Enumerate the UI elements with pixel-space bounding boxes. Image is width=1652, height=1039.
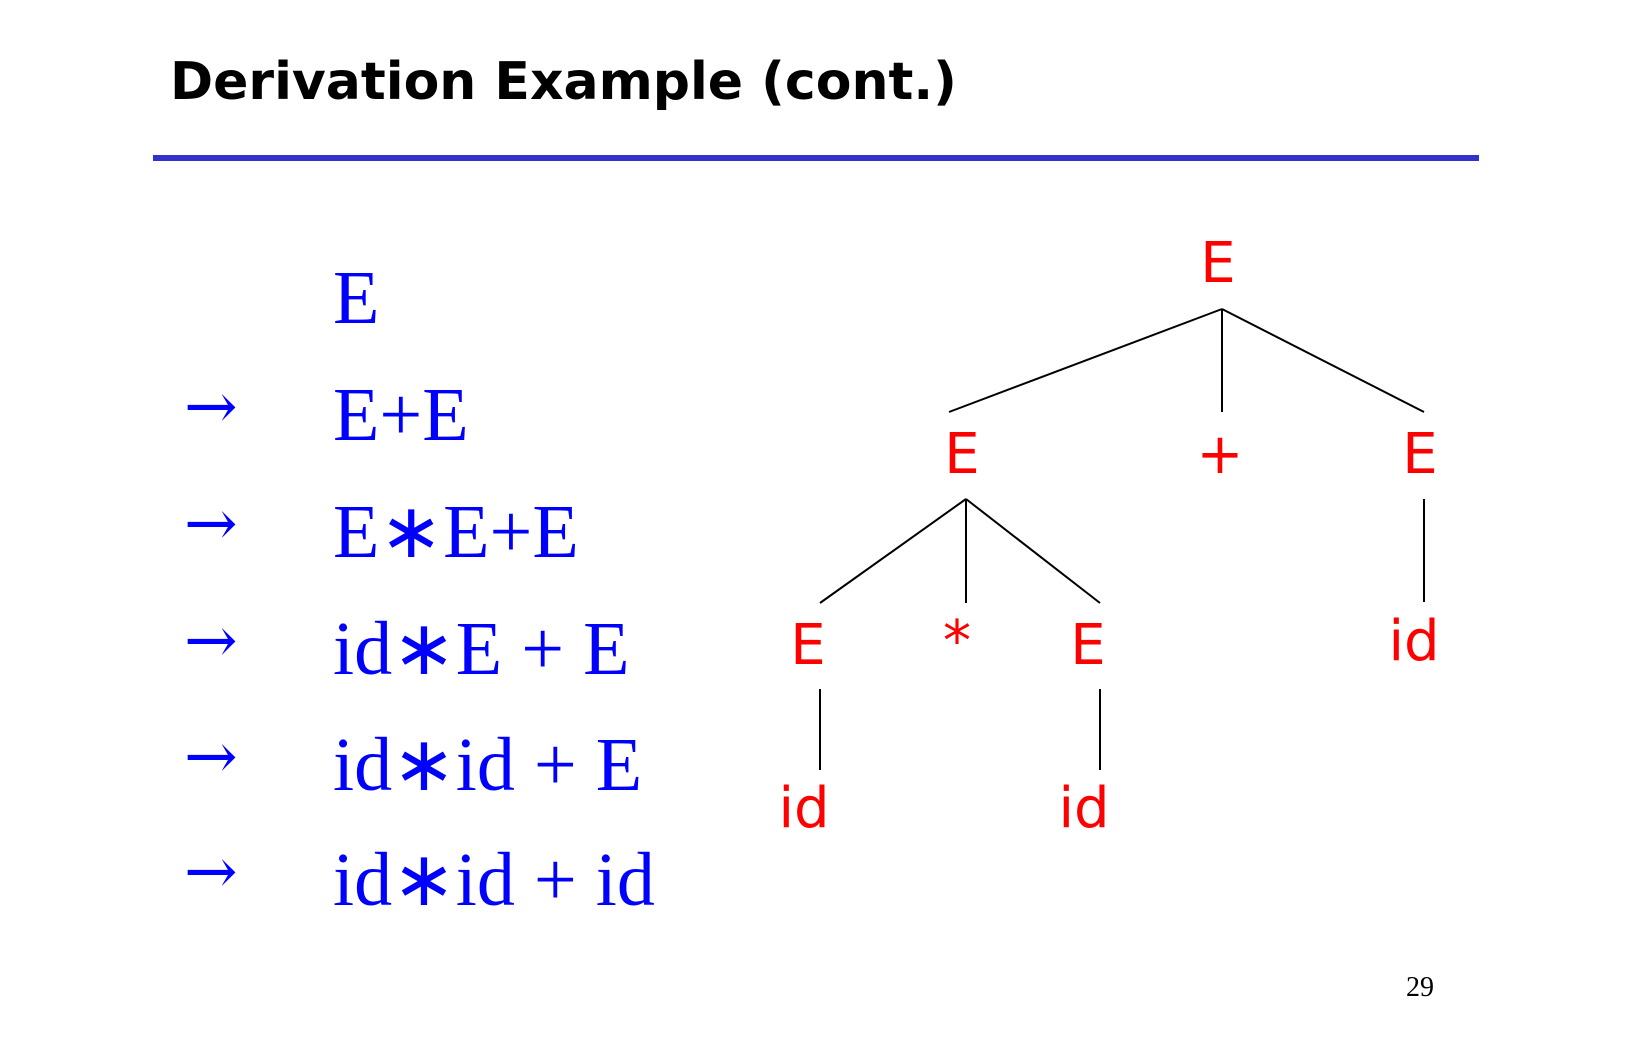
derives-arrow-icon: → bbox=[184, 835, 238, 909]
derives-arrow-icon: → bbox=[184, 720, 238, 794]
tree-edge bbox=[965, 498, 1101, 604]
title-underline-rule bbox=[153, 155, 1479, 161]
tree-node-root: E bbox=[1200, 231, 1236, 296]
tree-node: E bbox=[790, 613, 826, 678]
page-number: 29 bbox=[1406, 972, 1434, 1003]
derivation-step: → E+E bbox=[0, 339, 760, 453]
derives-arrow-icon: → bbox=[184, 370, 238, 444]
derivation-step: → id∗E + E bbox=[0, 573, 760, 687]
sentential-form: E∗E+E bbox=[333, 490, 579, 574]
derivation-step: → E∗E+E bbox=[0, 456, 760, 570]
tree-node: E bbox=[1070, 613, 1106, 678]
derivation-step: E bbox=[0, 222, 760, 336]
tree-node: id bbox=[1388, 609, 1440, 674]
tree-node: + bbox=[1196, 422, 1244, 487]
derivation-step: → id∗id + id bbox=[0, 804, 760, 918]
tree-edge bbox=[1221, 308, 1425, 413]
tree-node: E bbox=[944, 422, 980, 487]
sentential-form: E bbox=[333, 256, 380, 340]
tree-edge bbox=[948, 308, 1223, 413]
derivation-step: → id∗id + E bbox=[0, 689, 760, 803]
derives-arrow-icon: → bbox=[184, 604, 238, 678]
sentential-form: id∗E + E bbox=[333, 607, 630, 691]
tree-edge bbox=[819, 498, 967, 604]
derives-arrow-icon: → bbox=[184, 487, 238, 561]
slide-title: Derivation Example (cont.) bbox=[170, 52, 957, 112]
tree-node: E bbox=[1402, 422, 1438, 487]
tree-node: id bbox=[778, 776, 830, 841]
sentential-form: id∗id + E bbox=[333, 723, 643, 807]
tree-node: * bbox=[943, 609, 971, 674]
sentential-form: E+E bbox=[333, 373, 469, 457]
sentential-form: id∗id + id bbox=[333, 838, 655, 922]
tree-node: id bbox=[1058, 776, 1110, 841]
